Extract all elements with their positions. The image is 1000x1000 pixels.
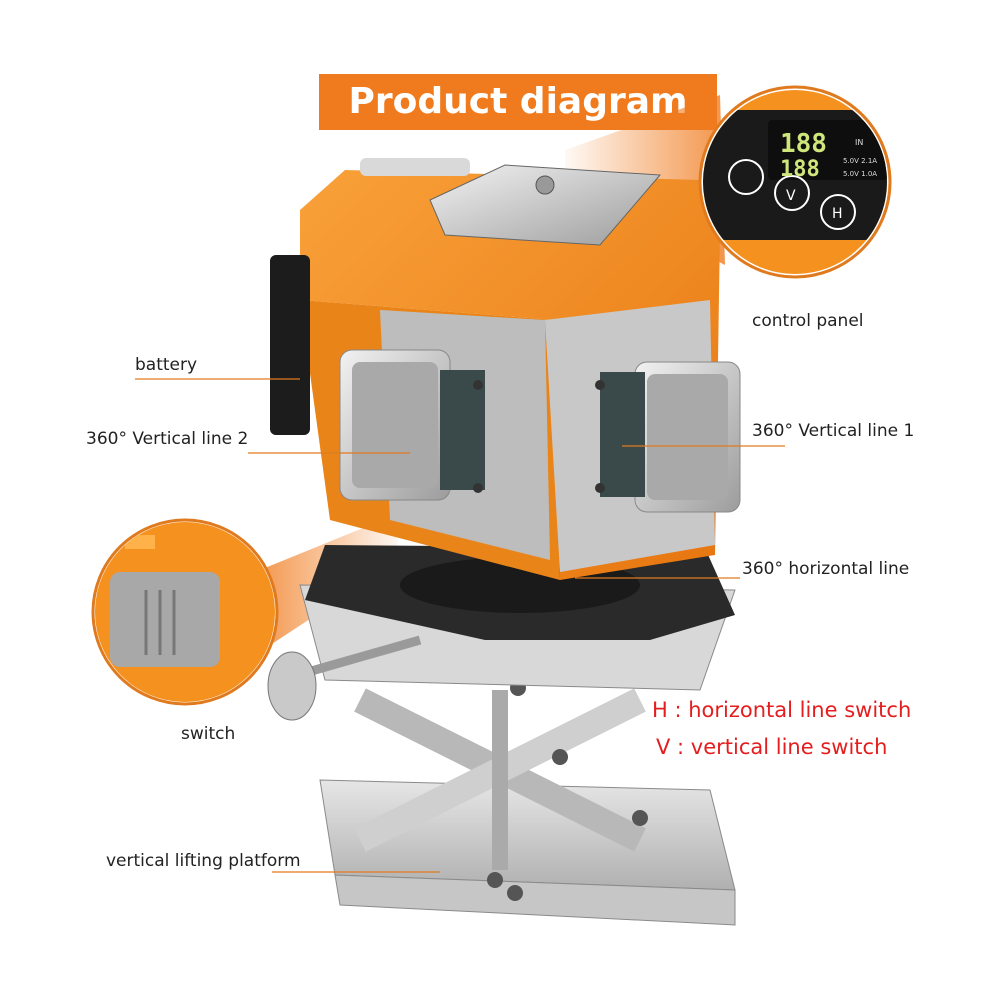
label-horizontal-line: 360° horizontal line [742,559,910,579]
leader-lines [135,378,785,873]
h-button-label: H [832,206,843,222]
display-digits-top: 188 [780,129,827,159]
label-switch: switch [181,724,236,744]
title-banner: Product diagram [319,74,717,130]
top-plate [429,164,662,246]
display-text-out1: 5.0V 2.1A [843,157,877,165]
vertical-line-1-window [595,361,741,513]
display-text-out2: 5.0V 1.0A [843,170,877,178]
display-digits-bottom: 188 [780,157,820,182]
legend-h-switch: H : horizontal line switch [652,698,912,722]
label-lifting-platform: vertical lifting platform [106,851,301,871]
label-control-panel: control panel [752,311,864,331]
v-button-label: V [786,188,796,204]
legend-v-switch: V : vertical line switch [656,735,888,759]
battery [270,255,310,435]
label-battery: battery [135,355,198,375]
label-vertical-line-2: 360° Vertical line 2 [86,429,249,449]
page-title: Product diagram [348,81,688,122]
control-panel-zoom [698,85,892,279]
display-text-in: IN [855,138,863,147]
switch-zoom [91,518,279,706]
label-vertical-line-1: 360° Vertical line 1 [752,421,915,441]
vertical-line-2-window [339,349,485,501]
